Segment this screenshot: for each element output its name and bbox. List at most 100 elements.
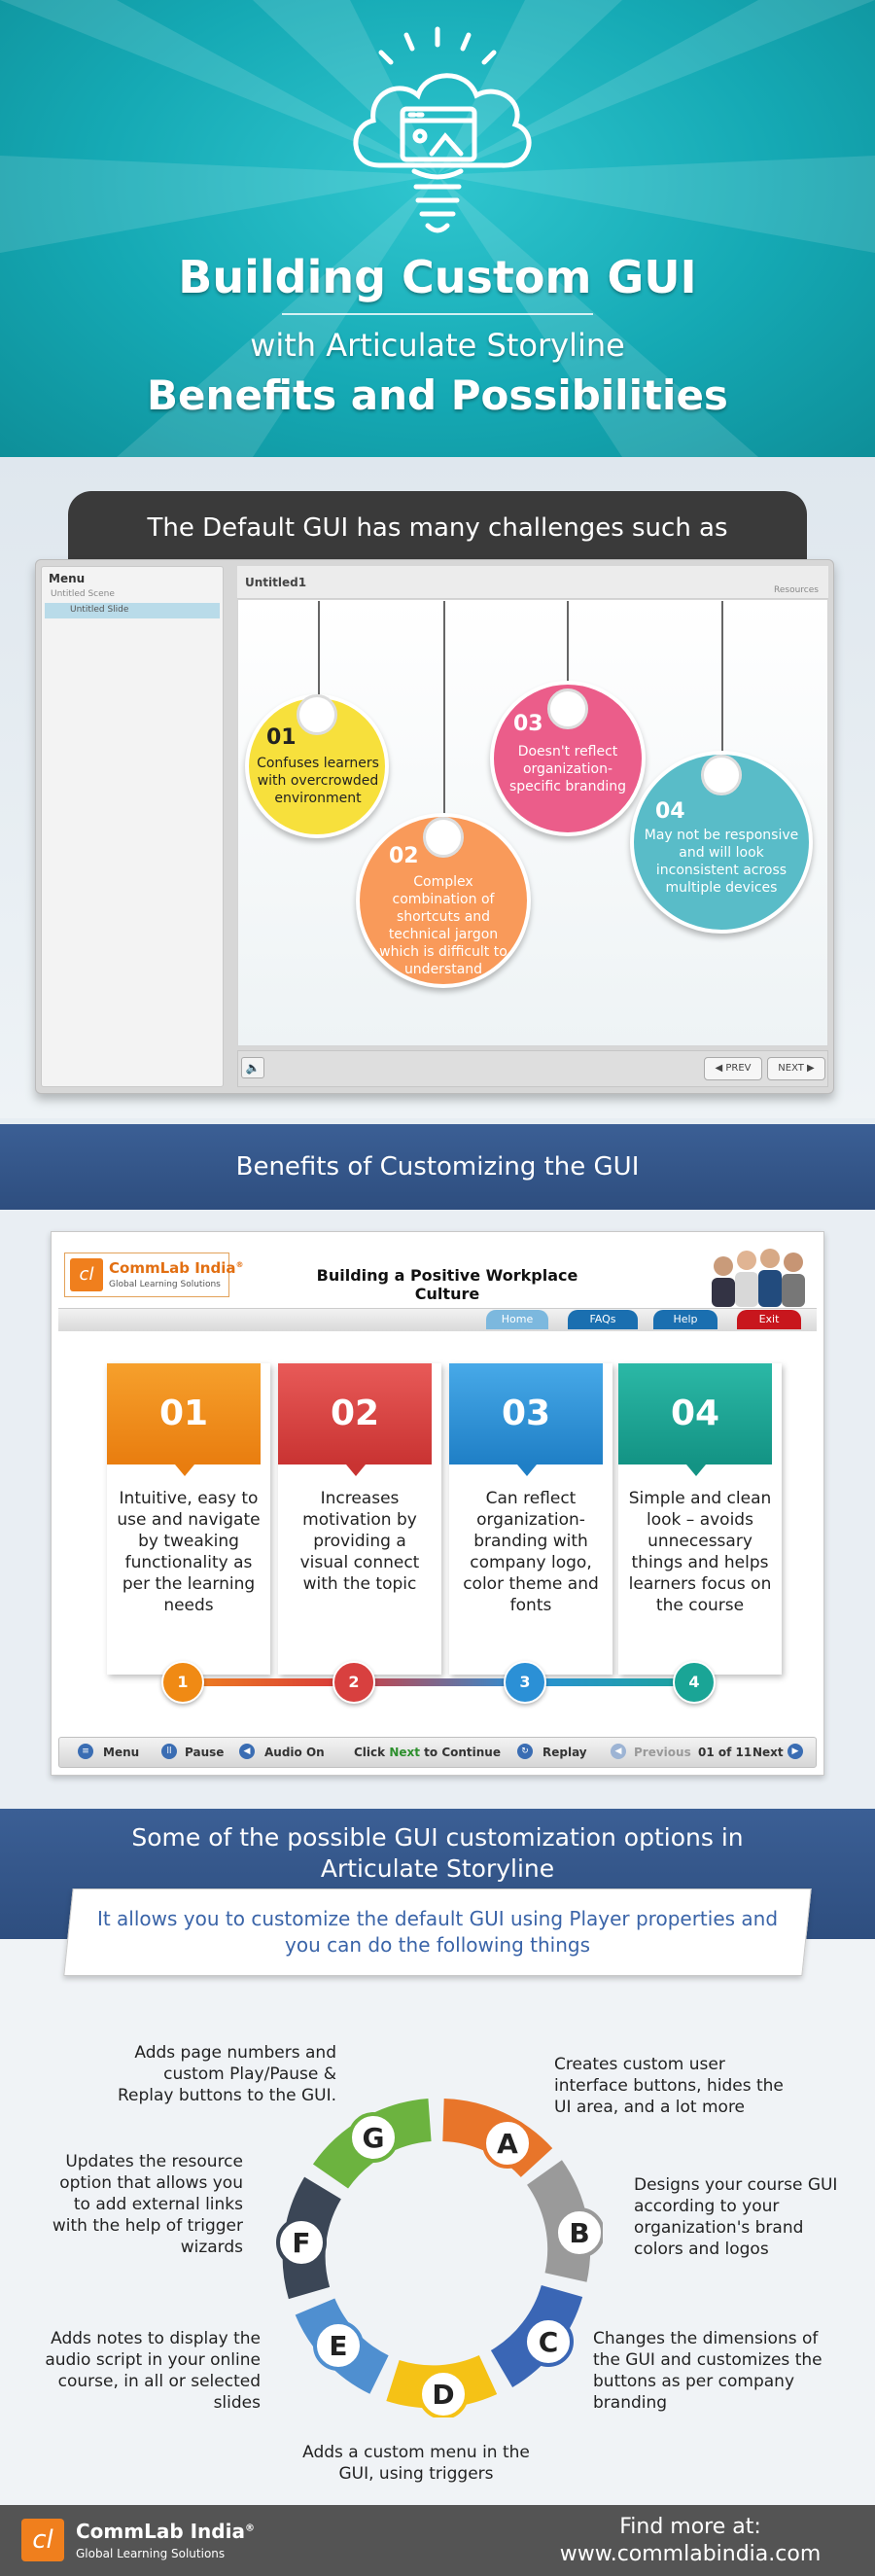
- svg-text:E: E: [329, 2330, 347, 2362]
- player-resources-link[interactable]: Resources: [774, 585, 819, 595]
- benefit-text: Simple and clean look – avoids unnecessa…: [628, 1489, 772, 1615]
- default-gui-heading: The Default GUI has many challenges such…: [68, 491, 807, 559]
- player-bottom-bar: [58, 1737, 817, 1768]
- hero-divider: [282, 313, 593, 315]
- next-button[interactable]: Next: [752, 1746, 784, 1759]
- options-ring: A B C D E F G: [276, 2099, 603, 2417]
- player-next-button[interactable]: NEXT ▶: [767, 1057, 825, 1080]
- footer-logo-icon: cl: [21, 2519, 64, 2561]
- player-stage-title: Untitled1: [245, 576, 307, 589]
- continue-hint: Click Next to Continue: [354, 1746, 501, 1759]
- hanging-string: [318, 601, 320, 708]
- replay-icon[interactable]: ↻: [517, 1744, 533, 1759]
- circle-hole: [297, 694, 337, 735]
- option-a-text: Creates custom user interface buttons, h…: [554, 2055, 784, 2117]
- audio-toggle[interactable]: Audio On: [264, 1746, 325, 1759]
- pause-icon[interactable]: ll: [161, 1744, 177, 1759]
- hero-subtitle: with Articulate Storyline: [250, 327, 625, 364]
- footer-website-link[interactable]: www.commlabindia.com: [559, 2542, 822, 2566]
- option-g-text: Adds page numbers and custom Play/Pause …: [117, 2043, 336, 2105]
- benefit-text: Intuitive, easy to use and navigate by t…: [117, 1489, 261, 1615]
- svg-text:B: B: [569, 2217, 589, 2249]
- challenge-circle-01: 01 Confuses learners with overcrowded en…: [245, 694, 389, 838]
- option-e-text: Adds notes to display the audio script i…: [45, 2329, 261, 2413]
- logo-mark-icon: cl: [70, 1258, 103, 1291]
- benefit-pointer: [346, 1464, 366, 1476]
- help-button[interactable]: Help: [653, 1310, 718, 1329]
- svg-text:F: F: [292, 2227, 310, 2259]
- benefit-pointer: [175, 1464, 194, 1476]
- challenge-circle-02: 02 Complex combination of shortcuts and …: [356, 813, 531, 988]
- challenge-number: 04: [655, 799, 685, 824]
- challenge-number: 03: [513, 712, 543, 736]
- circle-hole: [701, 755, 742, 795]
- background-rays: [0, 0, 875, 457]
- footer: [0, 2505, 875, 2576]
- hanging-string: [443, 601, 445, 823]
- benefit-pointer: [686, 1464, 706, 1476]
- option-b-text: Designs your course GUI according to you…: [634, 2175, 838, 2259]
- course-title: Building a Positive Workplace Culture: [316, 1266, 578, 1303]
- option-d-text: Adds a custom menu in the GUI, using tri…: [302, 2443, 530, 2484]
- hero-banner: [0, 0, 875, 457]
- benefit-number: 01: [107, 1363, 261, 1464]
- speaker-icon[interactable]: 🔈: [241, 1057, 264, 1078]
- circle-hole: [547, 688, 588, 729]
- hero-title: Building Custom GUI: [178, 251, 697, 303]
- benefit-number: 02: [278, 1363, 432, 1464]
- audio-icon[interactable]: ◀: [239, 1744, 255, 1759]
- hanging-string: [721, 601, 723, 757]
- possibilities-heading: Some of the possible GUI customization o…: [131, 1823, 744, 1883]
- menu-button[interactable]: Menu: [103, 1746, 140, 1759]
- benefits-heading: Benefits of Customizing the GUI: [0, 1124, 875, 1210]
- svg-text:G: G: [363, 2122, 385, 2154]
- previous-icon[interactable]: ◀: [611, 1744, 626, 1759]
- challenge-text: Complex combination of shortcuts and tec…: [379, 874, 508, 977]
- challenge-text: Doesn't reflect organization-specific br…: [509, 744, 626, 794]
- previous-button[interactable]: Previous: [634, 1746, 691, 1759]
- faqs-button[interactable]: FAQs: [568, 1310, 638, 1329]
- lightbulb-cloud-window-icon: [353, 26, 532, 233]
- svg-text:A: A: [497, 2128, 518, 2160]
- challenge-text: Confuses learners with overcrowded envir…: [257, 756, 379, 806]
- benefit-text: Can reflect organization-branding with c…: [463, 1489, 599, 1615]
- possibilities-callout-text: It allows you to customize the default G…: [96, 1907, 779, 1957]
- benefit-number: 04: [618, 1363, 772, 1464]
- benefit-text: Increases motivation by providing a visu…: [299, 1489, 420, 1594]
- footer-company-name: CommLab India®: [76, 2520, 255, 2543]
- logo-name: CommLab India®: [109, 1259, 244, 1277]
- timeline-dot-2: 2: [332, 1661, 375, 1704]
- svg-text:C: C: [539, 2326, 559, 2358]
- footer-find-more: Find more at:: [619, 2515, 761, 2539]
- option-f-text: Updates the resource option that allows …: [52, 2152, 243, 2257]
- player-menu-scene[interactable]: Untitled Scene: [51, 589, 115, 599]
- timeline-dot-4: 4: [673, 1661, 716, 1704]
- player-menu-panel: [41, 566, 224, 1087]
- player-stage-header: [237, 566, 828, 599]
- challenge-circle-03: 03 Doesn't reflect organization-specific…: [490, 681, 646, 836]
- benefit-pointer: [517, 1464, 537, 1476]
- challenge-number: 02: [389, 844, 419, 868]
- next-icon[interactable]: ▶: [788, 1744, 803, 1759]
- replay-button[interactable]: Replay: [542, 1746, 587, 1759]
- challenge-text: May not be responsive and will look inco…: [644, 828, 799, 896]
- player-prev-button[interactable]: ◀ PREV: [704, 1057, 762, 1080]
- hero-tagline: Benefits and Possibilities: [147, 371, 728, 419]
- hanging-string: [567, 601, 569, 687]
- team-photo: [712, 1249, 805, 1307]
- benefit-timeline: [163, 1678, 708, 1686]
- svg-text:D: D: [432, 2379, 454, 2411]
- circle-hole: [423, 817, 464, 858]
- timeline-dot-1: 1: [161, 1661, 204, 1704]
- menu-icon[interactable]: ≡: [78, 1744, 93, 1759]
- pause-button[interactable]: Pause: [185, 1746, 225, 1759]
- benefit-number: 03: [449, 1363, 603, 1464]
- exit-button[interactable]: Exit: [737, 1310, 801, 1329]
- player-menu-title: Menu: [49, 572, 86, 585]
- logo-tagline: Global Learning Solutions: [109, 1280, 221, 1289]
- player-menu-slide[interactable]: Untitled Slide: [45, 603, 220, 618]
- page-counter: 01 of 11: [698, 1746, 752, 1759]
- timeline-dot-3: 3: [504, 1661, 546, 1704]
- home-button[interactable]: Home: [486, 1310, 548, 1329]
- option-c-text: Changes the dimensions of the GUI and cu…: [593, 2329, 822, 2413]
